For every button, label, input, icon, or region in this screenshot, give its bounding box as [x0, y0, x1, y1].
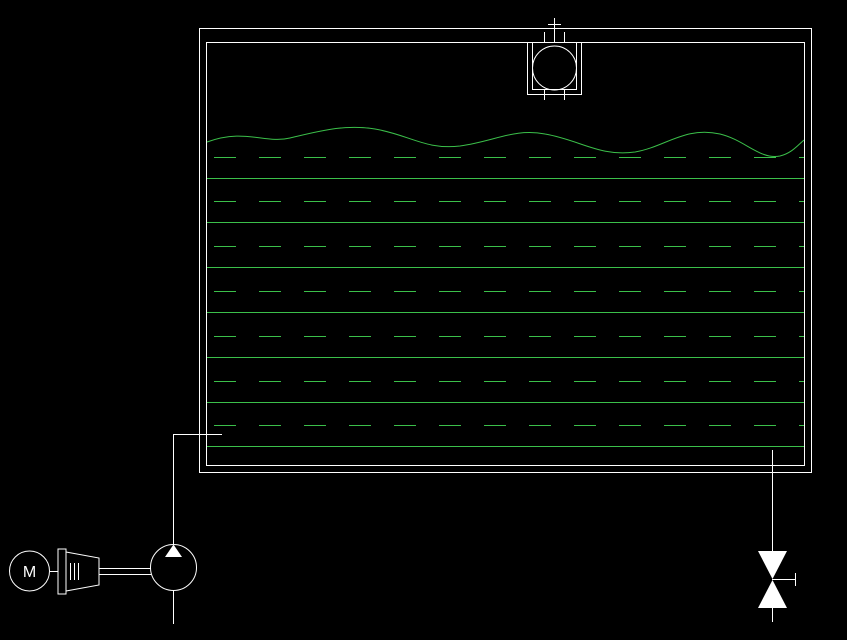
tank-outer-wall — [199, 28, 812, 473]
tank-inner-wall — [206, 42, 805, 466]
liquid-wave-line — [206, 126, 805, 157]
agitator-drive-icon — [527, 18, 582, 100]
motor-icon: M — [9, 550, 50, 592]
pump-icon — [150, 544, 197, 591]
drain-valve-icon — [758, 551, 796, 608]
tank — [199, 28, 812, 473]
liquid-surface — [206, 126, 805, 447]
motor-label: M — [23, 564, 36, 581]
coupling-icon — [50, 548, 151, 595]
pump-suction-pipe — [173, 434, 222, 624]
